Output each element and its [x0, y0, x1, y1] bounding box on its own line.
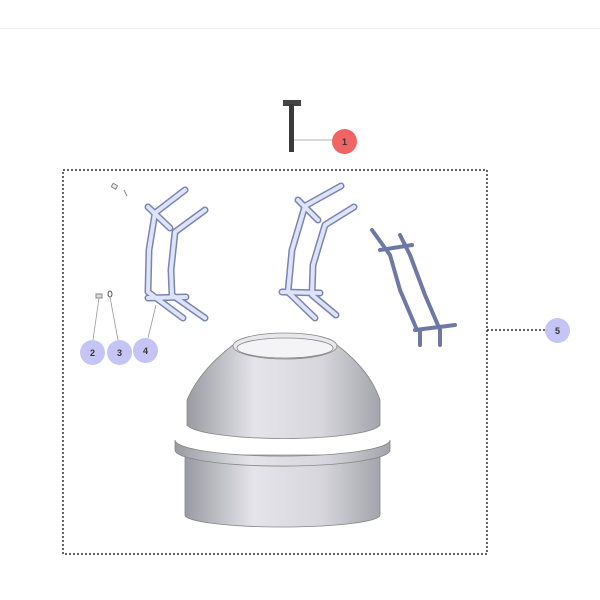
part-4-bracket-middle	[278, 182, 358, 322]
part-4-bracket-right	[370, 228, 457, 347]
callout-2[interactable]: 2	[80, 340, 105, 365]
callout-5[interactable]: 5	[545, 318, 570, 343]
assembly-group-box	[62, 169, 488, 555]
small-screws	[110, 182, 128, 197]
leader-line-4	[147, 304, 157, 339]
part-3-washer	[107, 290, 119, 341]
part-2-screw	[92, 293, 103, 341]
callout-4[interactable]: 4	[133, 338, 158, 363]
callout-1[interactable]: 1	[332, 129, 357, 154]
part-4-bracket-left	[144, 186, 209, 322]
part-5-drum	[174, 332, 391, 528]
part-1-bolt	[283, 100, 332, 152]
callout-3[interactable]: 3	[107, 340, 132, 365]
header-divider	[0, 28, 600, 29]
